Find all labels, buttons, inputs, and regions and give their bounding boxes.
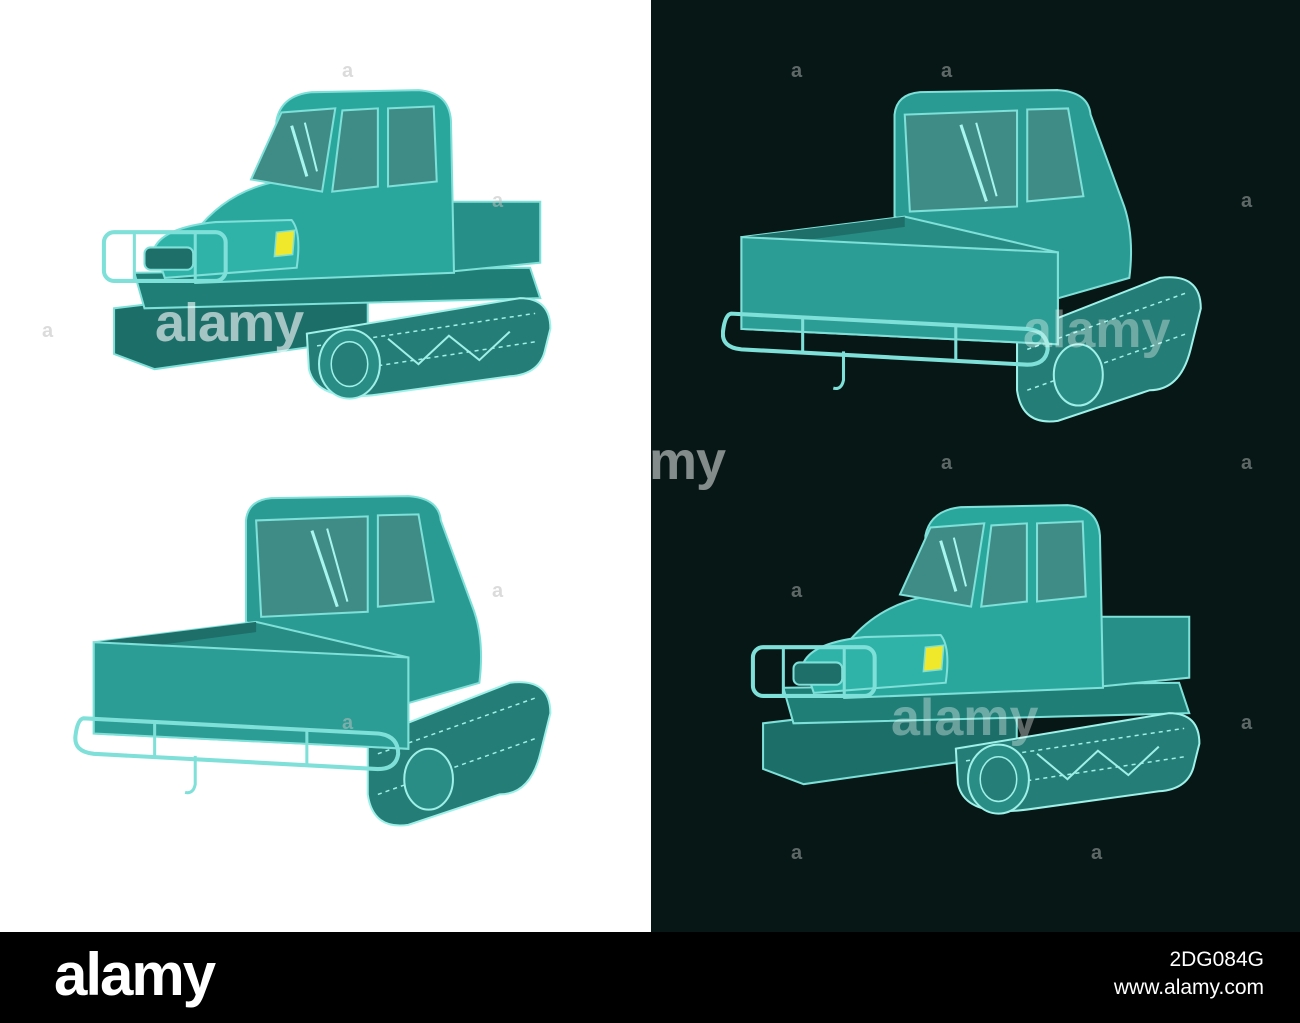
watermark-glyph: a bbox=[941, 60, 953, 82]
watermark-glyph: a bbox=[791, 60, 803, 82]
watermark-brand-left: alamy bbox=[155, 293, 304, 353]
watermark-glyph: a bbox=[941, 452, 953, 474]
watermark-glyph: a bbox=[791, 842, 803, 864]
watermark-glyph: a bbox=[791, 580, 803, 602]
watermark-glyph: a bbox=[342, 60, 354, 82]
watermark-glyph: a bbox=[342, 712, 354, 734]
alamy-logo: alamy bbox=[54, 941, 216, 1008]
vehicle-rear-view-light bbox=[72, 490, 562, 835]
watermark-brand-right-top: alamy bbox=[1023, 301, 1171, 359]
vehicle-front-view-dark bbox=[721, 495, 1211, 840]
watermark-glyph: a bbox=[1241, 712, 1253, 734]
left-panel: alamy bbox=[0, 0, 651, 932]
watermark-brand-right-bottom: alamy bbox=[891, 689, 1039, 747]
vehicle-rear-view-dark bbox=[721, 80, 1211, 435]
watermark-glyph: a bbox=[492, 580, 504, 602]
right-panel: alamy alamy a a a a a a a a a my bbox=[649, 0, 1300, 932]
vehicle-front-view-light bbox=[72, 80, 562, 425]
watermark-glyph: a bbox=[1241, 190, 1253, 212]
footer-bar: alamy 2DG084G www.alamy.com bbox=[0, 932, 1300, 1023]
footer-info: 2DG084G www.alamy.com bbox=[1114, 946, 1264, 1002]
site-url: www.alamy.com bbox=[1113, 976, 1264, 999]
watermark-glyph: a bbox=[42, 320, 54, 342]
watermark-glyph: a bbox=[492, 190, 504, 212]
watermark-glyph: a bbox=[1241, 452, 1253, 474]
watermark-glyph: a bbox=[1091, 842, 1103, 864]
watermark-edge-text: my bbox=[649, 431, 726, 491]
image-id: 2DG084G bbox=[1169, 948, 1264, 971]
